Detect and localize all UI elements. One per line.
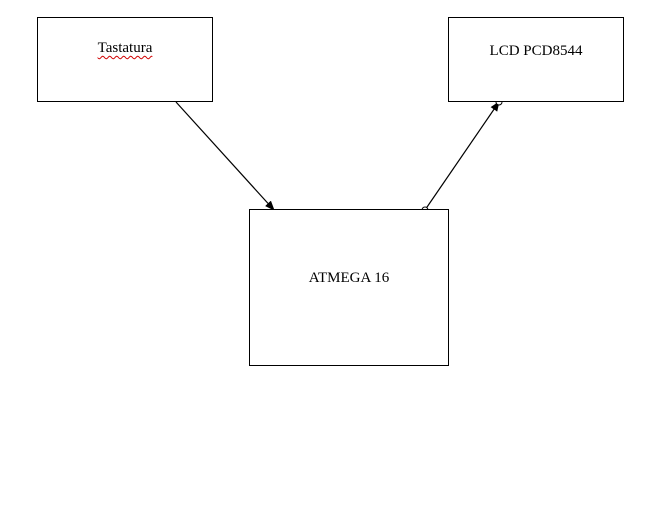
lcd-label: LCD PCD8544 [489, 43, 583, 59]
keyboard-label: Tastatura [97, 40, 153, 56]
mcu-label: ATMEGA 16 [308, 270, 390, 286]
keyboard-box: Tastatura [37, 17, 213, 102]
connector-mcu-to-lcd [424, 101, 500, 211]
connector-keyboard-to-mcu [175, 101, 275, 211]
lcd-box: LCD PCD8544 [448, 17, 624, 102]
mcu-box: ATMEGA 16 [249, 209, 449, 366]
